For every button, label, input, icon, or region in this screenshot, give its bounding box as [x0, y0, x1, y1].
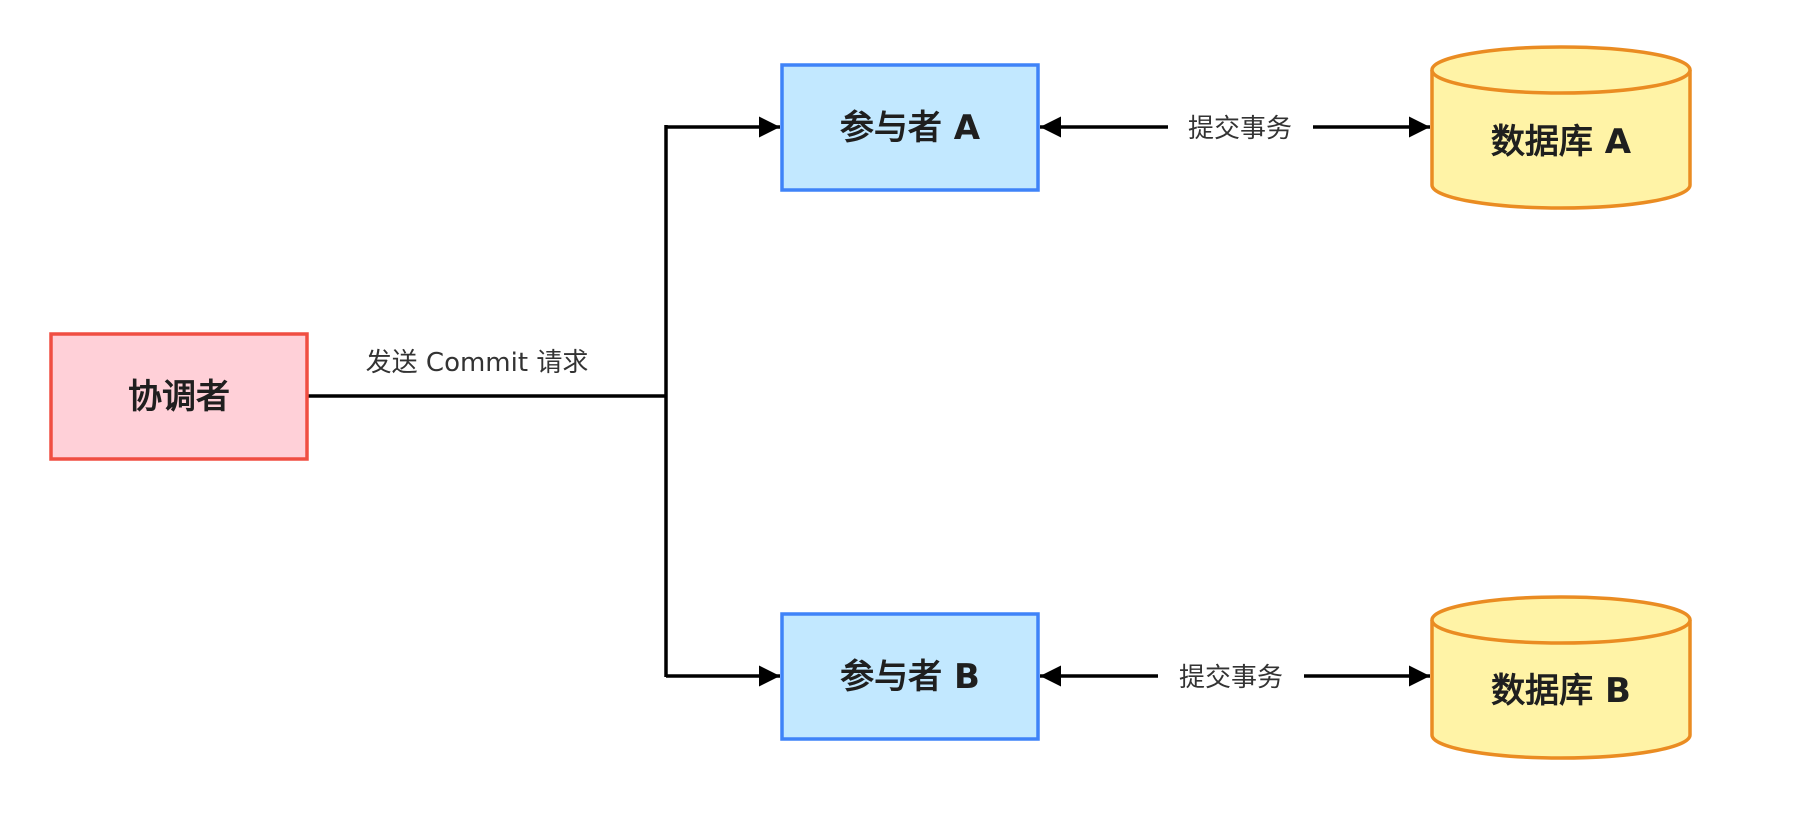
edge-commit-tx-a: 提交事务: [1040, 114, 1430, 144]
node-database-a: 数据库 A: [1430, 45, 1692, 210]
node-participant-a: 参与者 A: [780, 63, 1040, 192]
edge-commit-tx-b: 提交事务: [1040, 663, 1430, 693]
node-coordinator-box: [49, 332, 309, 461]
node-coordinator-label: 协调者: [128, 377, 230, 417]
node-participant-a-box: [780, 63, 1040, 192]
database-b-cylinder-top: [1430, 595, 1692, 645]
node-coordinator: 协调者: [49, 332, 309, 461]
node-participant-b-label: 参与者 B: [840, 657, 980, 697]
database-a-cylinder-top: [1430, 45, 1692, 95]
edge-label-commit-request: 发送 Commit 请求: [366, 348, 589, 378]
node-database-b-label: 数据库 B: [1491, 671, 1631, 711]
edge-commit-request: 发送 Commit 请求: [307, 116, 780, 687]
node-database-b: 数据库 B: [1430, 595, 1692, 760]
database-a-cylinder-body: [1430, 70, 1692, 210]
node-participant-a-label: 参与者 A: [840, 108, 981, 148]
node-participant-b: 参与者 B: [780, 612, 1040, 741]
node-database-a-label: 数据库 A: [1491, 122, 1632, 162]
edge-label-commit-tx-b: 提交事务: [1179, 663, 1283, 693]
edge-label-commit-tx-a: 提交事务: [1188, 114, 1292, 144]
node-participant-b-box: [780, 612, 1040, 741]
database-b-cylinder-body: [1430, 620, 1692, 760]
